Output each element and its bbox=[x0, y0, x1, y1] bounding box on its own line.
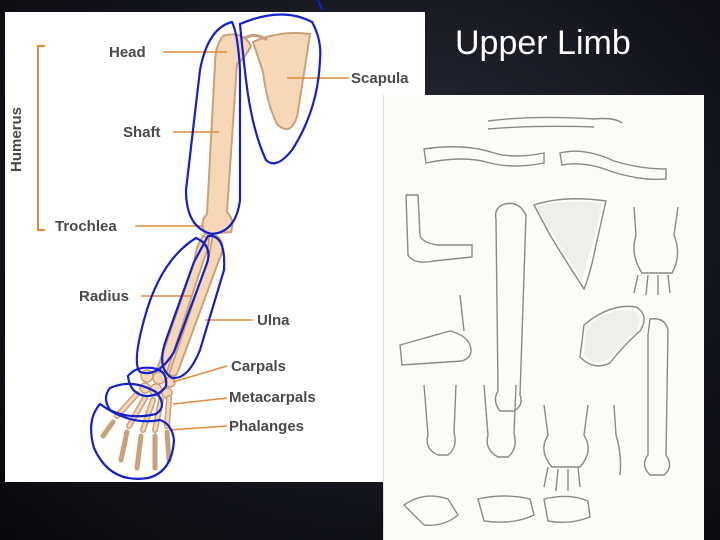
phalanges-bones bbox=[100, 419, 172, 471]
slide-title: Upper Limb bbox=[455, 24, 631, 62]
sketch-bones bbox=[399, 116, 679, 526]
sketch-shading bbox=[536, 201, 640, 363]
ulna-loop bbox=[161, 234, 226, 380]
carpals-loop bbox=[126, 366, 168, 398]
label-carpals: Carpals bbox=[231, 358, 286, 375]
arm-bone-diagram: Humerus bbox=[5, 12, 425, 482]
metacarpals-loop bbox=[104, 382, 164, 418]
clavicle-end bbox=[244, 33, 268, 42]
label-metacarpals: Metacarpals bbox=[229, 389, 316, 406]
bone-sketches-svg bbox=[399, 116, 679, 526]
bone-sketches-panel bbox=[383, 95, 704, 540]
radius-loop bbox=[135, 236, 210, 375]
scapula-loop bbox=[238, 13, 322, 165]
label-ulna: Ulna bbox=[257, 312, 290, 329]
carpals-bones bbox=[139, 369, 176, 399]
scapula-bone bbox=[251, 32, 312, 131]
label-trochlea: Trochlea bbox=[55, 218, 117, 235]
arm-bone-svg: Humerus bbox=[8, 32, 409, 471]
label-humerus: Humerus bbox=[8, 107, 25, 172]
humerus-loop bbox=[184, 20, 242, 236]
label-radius: Radius bbox=[79, 288, 129, 305]
scapula-loop-tail bbox=[316, 0, 324, 11]
label-scapula: Scapula bbox=[351, 70, 409, 87]
label-phalanges: Phalanges bbox=[229, 418, 304, 435]
phalanges-loop bbox=[89, 402, 176, 480]
label-head: Head bbox=[109, 44, 146, 61]
blue-pen-loops bbox=[89, 0, 324, 480]
label-shaft: Shaft bbox=[123, 124, 161, 141]
leader-lines bbox=[135, 51, 349, 431]
humerus-bracket bbox=[37, 45, 45, 231]
